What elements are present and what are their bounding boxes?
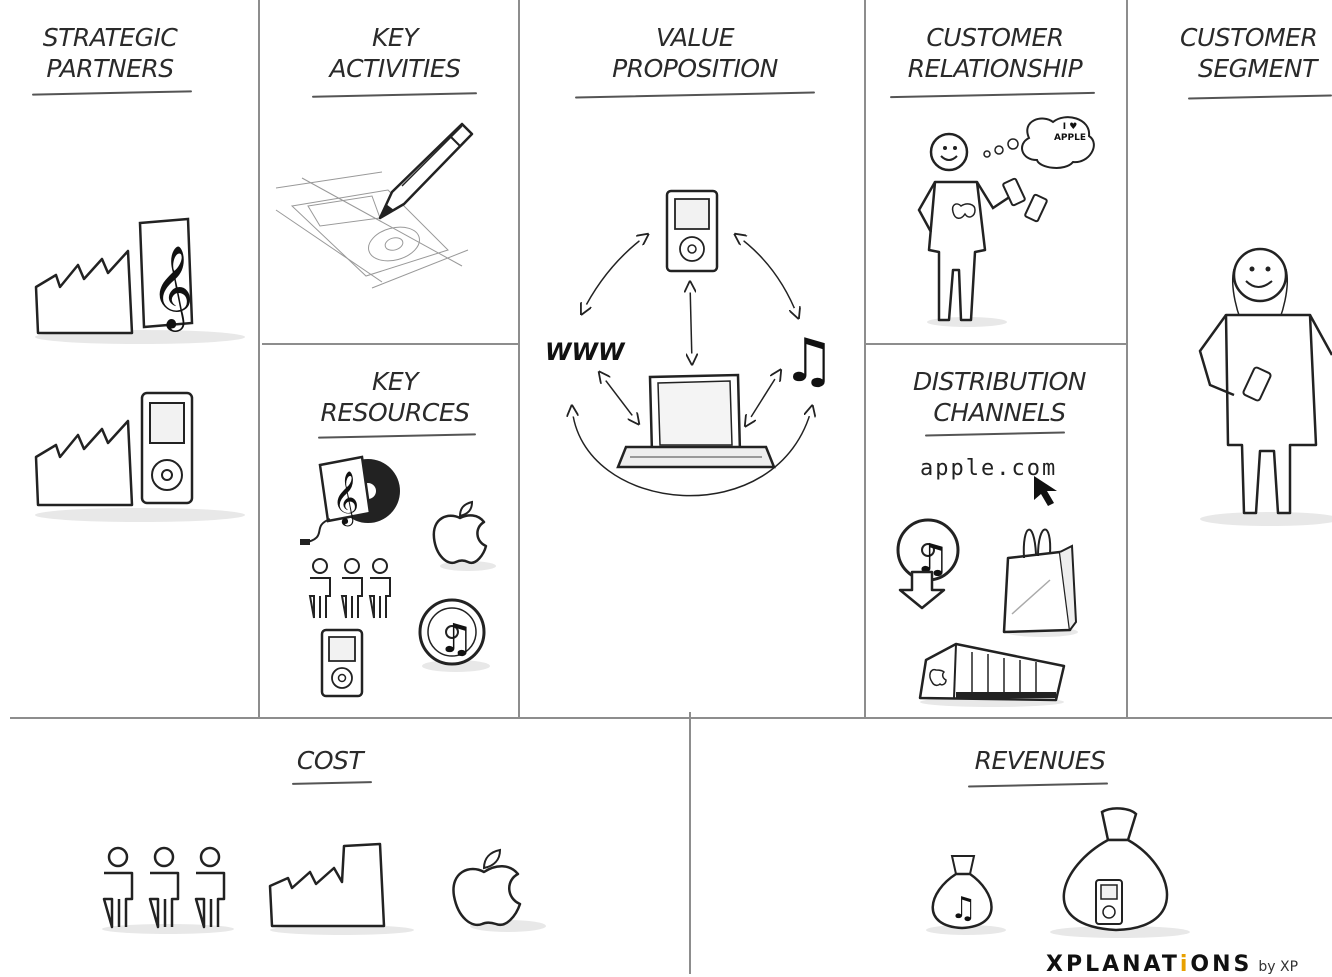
- title-underline: [924, 431, 1066, 437]
- mouse-cursor-icon: [1034, 476, 1057, 506]
- title-underline: [1187, 94, 1332, 100]
- apple-com-label: apple.com: [920, 456, 1058, 481]
- divider-line: [262, 343, 518, 345]
- box-title-key-resources: KEY RESOURCES: [300, 366, 490, 428]
- title-line: ACTIVITIES: [329, 54, 462, 83]
- divider-line: [258, 0, 260, 718]
- shopping-bag-icon: [998, 518, 1078, 637]
- divider-line: [689, 712, 691, 974]
- team-people-icon: [304, 556, 400, 622]
- title-line: VALUE: [655, 23, 735, 52]
- title-underline: [317, 433, 477, 439]
- title-line: CUSTOMER: [1180, 23, 1318, 52]
- title-line: RELATIONSHIP: [907, 54, 1083, 83]
- svg-text:♫: ♫: [438, 616, 474, 662]
- cost-people-icon: [102, 845, 234, 934]
- ipod-icon: [318, 628, 368, 700]
- apple-staff-person-icon: [905, 110, 1105, 327]
- svg-text:♫: ♫: [782, 326, 836, 396]
- factory-music-icon: 𝄞: [30, 215, 245, 344]
- title-line: SEGMENT: [1198, 54, 1317, 83]
- divider-line: [866, 343, 1126, 345]
- box-title-key-activities: KEY ACTIVITIES: [300, 22, 490, 84]
- title-line: CHANNELS: [933, 398, 1066, 427]
- divider-line: [10, 717, 1332, 719]
- value-ecosystem-diagram: ♫: [540, 185, 836, 540]
- brand-part: ONS: [1190, 952, 1253, 977]
- brand-part: XPLANAT: [1046, 952, 1180, 977]
- download-music-icon: ♫: [886, 510, 976, 610]
- apple-logo-icon: [428, 500, 496, 571]
- bubble-line: I ♥: [1062, 122, 1078, 132]
- customer-person-icon: [1190, 245, 1332, 526]
- title-line: KEY: [372, 367, 418, 396]
- title-underline: [311, 92, 478, 98]
- small-money-bag-icon: ♫: [926, 852, 1006, 935]
- www-label: WWW: [545, 338, 625, 366]
- svg-text:𝄞: 𝄞: [332, 470, 359, 526]
- apple-store-icon: [916, 640, 1066, 707]
- divider-line: [1126, 0, 1128, 718]
- factory-ipod-icon: [30, 385, 245, 522]
- svg-text:𝄞: 𝄞: [151, 244, 194, 332]
- box-title-value-proposition: VALUE PROPOSITION: [585, 22, 805, 84]
- brand-suffix: by XP: [1258, 959, 1299, 975]
- title-underline: [890, 91, 1095, 99]
- title-line: DISTRIBUTION: [913, 367, 1086, 396]
- box-title-strategic-partners: STRATEGIC PARTNERS: [20, 22, 200, 84]
- svg-text:♫: ♫: [950, 891, 977, 926]
- title-line: PROPOSITION: [612, 54, 778, 83]
- title-underline: [291, 781, 373, 785]
- title-underline: [575, 91, 815, 99]
- thought-bubble-text: I ♥ APPLE: [1040, 122, 1100, 144]
- title-line: KEY: [372, 23, 418, 52]
- brand-name: XPLANATiONS: [1046, 952, 1252, 977]
- title-underline: [967, 782, 1109, 788]
- title-line: STRATEGIC: [42, 23, 178, 52]
- divider-line: [864, 0, 866, 718]
- divider-line: [518, 0, 520, 718]
- title-line: PARTNERS: [46, 54, 174, 83]
- box-title-customer-relationship: CUSTOMER RELATIONSHIP: [880, 22, 1110, 84]
- box-title-revenues: REVENUES: [974, 746, 1106, 775]
- brand-accent: i: [1179, 952, 1191, 977]
- box-title-cost: COST: [296, 746, 364, 775]
- itunes-cd-icon: ♫: [412, 596, 490, 672]
- cost-factory-icon: [266, 842, 414, 935]
- xplanations-brand: XPLANATiONS by XP: [1046, 952, 1298, 977]
- title-line: CUSTOMER: [926, 23, 1064, 52]
- title-underline: [31, 90, 193, 96]
- box-title-distribution-channels: DISTRIBUTION CHANNELS: [882, 366, 1117, 428]
- title-line: RESOURCES: [320, 398, 470, 427]
- music-cd-icon: 𝄞: [300, 455, 400, 545]
- cost-apple-icon: [448, 846, 546, 932]
- box-title-customer-segment: CUSTOMER SEGMENT: [1180, 22, 1332, 84]
- sketch-pencil-icon: [272, 110, 472, 290]
- bubble-line: APPLE: [1053, 133, 1087, 143]
- large-money-bag-icon: [1050, 806, 1190, 938]
